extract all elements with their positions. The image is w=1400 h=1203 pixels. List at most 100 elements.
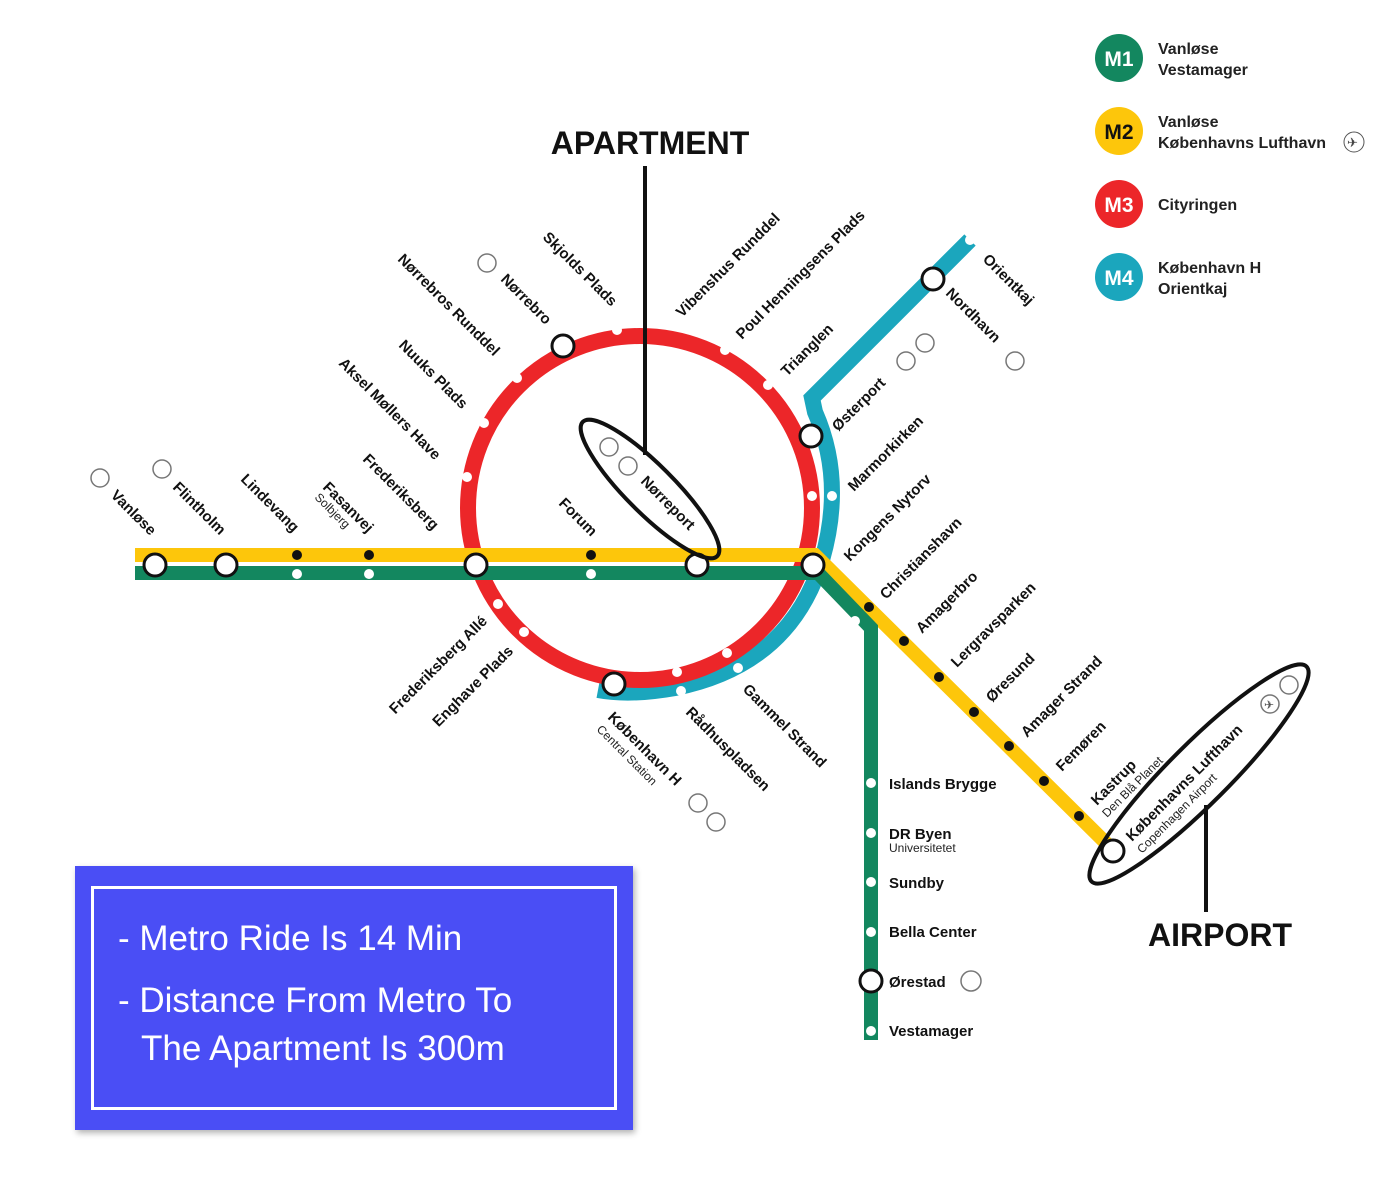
station-dot bbox=[462, 472, 472, 482]
airport-label: AIRPORT bbox=[1148, 917, 1292, 953]
legend-badge-label: M2 bbox=[1104, 121, 1133, 144]
station-dot bbox=[866, 927, 876, 937]
legend-badge-m4 bbox=[1095, 253, 1143, 301]
legend-badge-label: M1 bbox=[1104, 48, 1133, 71]
interchange-station bbox=[550, 333, 576, 359]
station-dot bbox=[934, 672, 944, 682]
info-box: - Metro Ride Is 14 Min - Distance From M… bbox=[75, 866, 633, 1130]
station-dot bbox=[722, 648, 732, 658]
station-lindevang[interactable]: Lindevang bbox=[237, 471, 302, 536]
station-orientkaj[interactable]: Orientkaj bbox=[979, 251, 1037, 309]
interchange-station bbox=[142, 552, 168, 578]
s-train-icons bbox=[90, 253, 1025, 813]
station-dot bbox=[364, 550, 374, 560]
legend-text: Vestamager bbox=[1158, 62, 1248, 79]
station-dot bbox=[479, 418, 489, 428]
station-dot bbox=[866, 778, 876, 788]
interchange-station bbox=[601, 671, 627, 697]
minor-station-dots bbox=[292, 325, 876, 1036]
legend-text: København H bbox=[1158, 260, 1261, 277]
station-dot bbox=[676, 686, 686, 696]
legend-text: Københavns Lufthavn bbox=[1158, 135, 1326, 152]
station-dr-byen[interactable]: DR Byen bbox=[889, 826, 952, 843]
interchange-station bbox=[800, 552, 826, 578]
legend-badge-m3 bbox=[1095, 180, 1143, 228]
interchange-station bbox=[463, 552, 489, 578]
station-dot bbox=[586, 550, 596, 560]
station-nuuks-plads[interactable]: Nuuks Plads bbox=[395, 337, 471, 413]
station-dot bbox=[612, 325, 622, 335]
station-dot bbox=[1039, 776, 1049, 786]
station-dot bbox=[969, 707, 979, 717]
station-gammel-strand[interactable]: Gammel Strand bbox=[739, 681, 829, 771]
interchange-station bbox=[213, 552, 239, 578]
station-islands-brygge[interactable]: Islands Brygge bbox=[889, 776, 997, 793]
legend-badge-m1 bbox=[1095, 34, 1143, 82]
station-dot bbox=[866, 1026, 876, 1036]
info-line-distance: - Distance From Metro To The Apartment Is… bbox=[118, 977, 590, 1073]
apartment-highlight bbox=[578, 417, 722, 561]
station-dot bbox=[763, 380, 773, 390]
interchange-station bbox=[1100, 838, 1126, 864]
station-dot bbox=[493, 599, 503, 609]
station-vanlose[interactable]: Vanløse bbox=[107, 487, 159, 539]
m4-line bbox=[596, 234, 976, 701]
m2-line bbox=[135, 548, 1120, 857]
station-dot bbox=[1004, 741, 1014, 751]
station-dot bbox=[866, 828, 876, 838]
station-sundby[interactable]: Sundby bbox=[889, 875, 945, 892]
station-bella-center[interactable]: Bella Center bbox=[889, 924, 977, 941]
station-dot bbox=[807, 491, 817, 501]
station-dot bbox=[864, 602, 874, 612]
apartment-label: APARTMENT bbox=[551, 125, 750, 161]
airplane-icon bbox=[1343, 131, 1365, 153]
station-dot bbox=[733, 663, 743, 673]
station-dot bbox=[519, 627, 529, 637]
station-dot bbox=[292, 550, 302, 560]
station-oresund[interactable]: Øresund bbox=[983, 650, 1039, 706]
station-skjolds-plads[interactable]: Skjolds Plads bbox=[539, 229, 620, 310]
interchange-station bbox=[858, 968, 884, 994]
legend-text: Vanløse bbox=[1158, 41, 1219, 58]
legend-badge-label: M3 bbox=[1104, 194, 1133, 217]
station-frederiksberg-alle[interactable]: Frederiksberg Allé bbox=[386, 613, 491, 718]
info-line-distance-a: - Distance From Metro To bbox=[118, 981, 513, 1020]
station-forum[interactable]: Forum bbox=[555, 495, 600, 540]
station-dot bbox=[850, 616, 860, 626]
legend-badge-m2 bbox=[1095, 107, 1143, 155]
station-dot bbox=[866, 877, 876, 887]
station-dot bbox=[586, 569, 596, 579]
station-vestamager[interactable]: Vestamager bbox=[889, 1023, 973, 1040]
svg-text:✈: ✈ bbox=[1264, 698, 1274, 712]
airport-highlight bbox=[1087, 662, 1311, 886]
interchange-station bbox=[798, 423, 824, 449]
airplane-icon: ✈ bbox=[1260, 694, 1280, 714]
info-line-ride-time: - Metro Ride Is 14 Min bbox=[118, 919, 463, 958]
station-dot bbox=[292, 569, 302, 579]
interchange-station bbox=[920, 266, 946, 292]
station-osterport[interactable]: Østerport bbox=[829, 374, 889, 434]
station-femoren[interactable]: Femøren bbox=[1053, 718, 1110, 775]
station-dr-byen-sub: Universitetet bbox=[889, 841, 956, 855]
station-nordhavn[interactable]: Nordhavn bbox=[942, 285, 1004, 347]
info-line-distance-b: The Apartment Is 300m bbox=[141, 1029, 505, 1068]
legend-badge-label: M4 bbox=[1104, 267, 1133, 290]
station-radhuspladsen[interactable]: Rådhuspladsen bbox=[682, 704, 773, 795]
station-dot bbox=[1074, 811, 1084, 821]
legend-text: Orientkaj bbox=[1158, 281, 1227, 298]
train-icons bbox=[599, 333, 1299, 992]
station-dot bbox=[672, 667, 682, 677]
station-amagerbro[interactable]: Amagerbro bbox=[913, 568, 982, 637]
station-dot bbox=[827, 491, 837, 501]
station-flintholm[interactable]: Flintholm bbox=[169, 479, 229, 539]
station-norreport[interactable]: Nørreport bbox=[637, 473, 698, 534]
station-dot bbox=[720, 345, 730, 355]
station-dot bbox=[899, 636, 909, 646]
legend-text: Cityringen bbox=[1158, 197, 1237, 214]
station-dot bbox=[512, 373, 522, 383]
station-orestad[interactable]: Ørestad bbox=[889, 974, 946, 991]
legend-text: Vanløse bbox=[1158, 114, 1219, 131]
station-dot bbox=[364, 569, 374, 579]
station-norrebro[interactable]: Nørrebro bbox=[497, 271, 554, 328]
